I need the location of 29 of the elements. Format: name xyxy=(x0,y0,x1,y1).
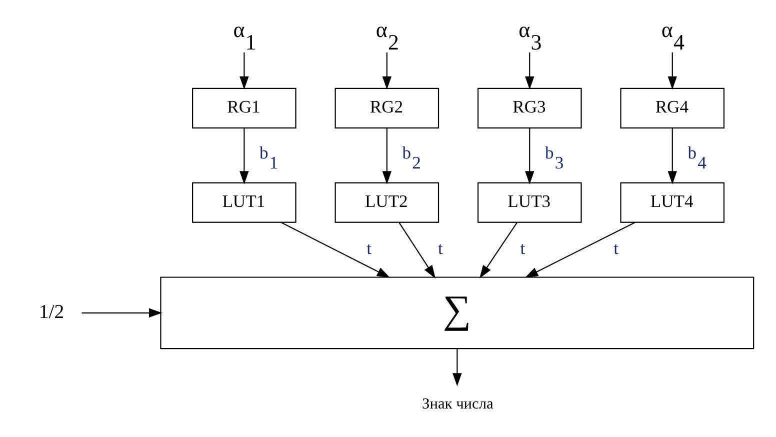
node-text: Знак числа xyxy=(422,396,494,413)
node-box: RG2 xyxy=(334,88,440,128)
arrow xyxy=(524,222,636,278)
arrow xyxy=(398,222,436,278)
edge-label: t xyxy=(614,238,619,258)
arrow xyxy=(382,52,392,90)
edge-label: t xyxy=(438,238,443,258)
node-box: RG1 xyxy=(192,88,296,128)
arrow xyxy=(525,128,534,184)
arrow xyxy=(382,128,392,184)
arrow xyxy=(668,128,677,184)
arrow xyxy=(82,308,162,318)
node-box: LUT4 xyxy=(620,182,725,223)
arrow xyxy=(281,222,390,278)
arrow xyxy=(668,52,677,90)
node-box: RG4 xyxy=(620,88,725,128)
node-box: LUT1 xyxy=(192,182,296,223)
arrow xyxy=(240,128,249,184)
edge-label: t xyxy=(366,238,372,258)
arrow xyxy=(480,222,518,278)
node-box: LUT3 xyxy=(477,182,582,223)
node-box: LUT2 xyxy=(334,182,440,223)
node-text: 1/2 xyxy=(38,300,64,323)
arrow xyxy=(240,52,249,90)
node-box: RG3 xyxy=(477,88,582,128)
edge-label: t xyxy=(520,238,526,258)
arrow xyxy=(452,348,462,386)
node-box: ∑ xyxy=(160,276,754,350)
arrow xyxy=(525,52,534,90)
